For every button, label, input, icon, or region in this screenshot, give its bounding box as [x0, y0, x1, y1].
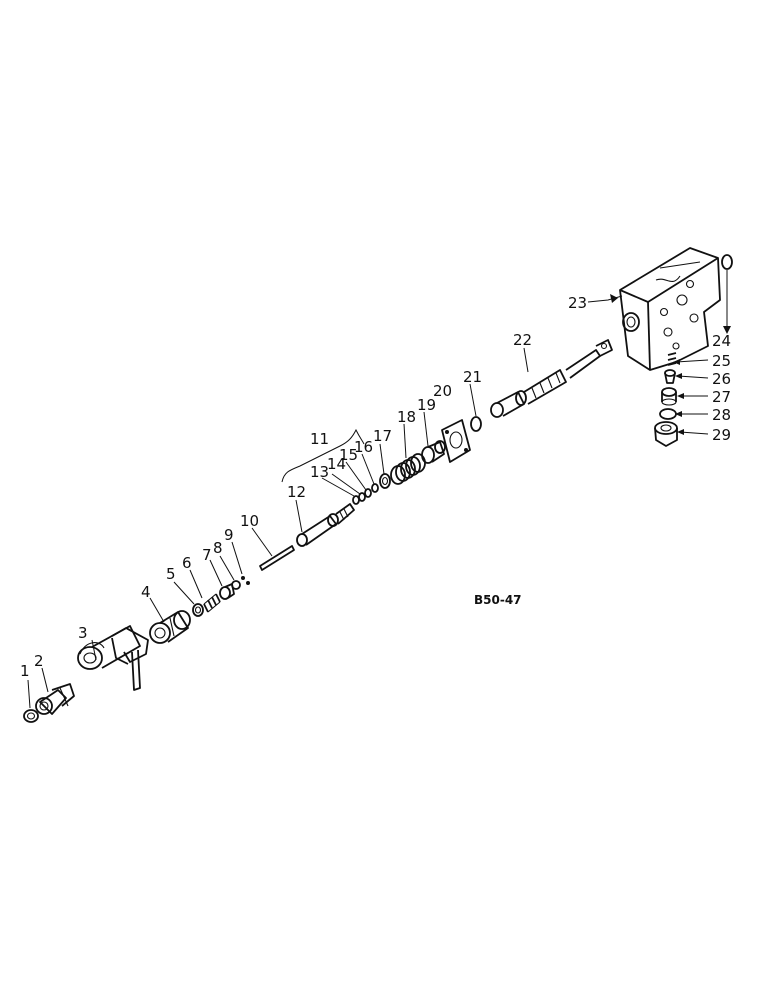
part-1-ring: [23, 709, 39, 723]
callout-26: 26: [712, 370, 731, 388]
callout-6: 6: [182, 554, 192, 572]
part-18-spring: [390, 453, 426, 485]
callout-20: 20: [433, 382, 452, 400]
callout-11: 11: [310, 430, 329, 448]
callout-16: 16: [354, 438, 373, 456]
part-26-poppet: [664, 369, 676, 384]
callout-labels: 1 2 3 4 5 6 7 8 9 10 11 12 13 14 15 16 1…: [20, 294, 731, 680]
part-22-spool: [490, 339, 613, 418]
callout-21: 21: [463, 368, 482, 386]
leader-lines: [27, 270, 731, 709]
callout-15: 15: [339, 446, 358, 464]
part-2-fitting: [35, 683, 75, 715]
callout-1: 1: [20, 662, 30, 680]
callout-24: 24: [712, 332, 731, 350]
part-12-plunger: [296, 503, 355, 547]
part-17-washer: [379, 473, 391, 489]
part-9-balls: [241, 576, 250, 585]
callout-14: 14: [327, 455, 346, 473]
callout-28: 28: [712, 406, 731, 424]
callout-9: 9: [224, 526, 234, 544]
part-21-oring: [470, 416, 482, 432]
callout-3: 3: [78, 624, 88, 642]
part-24-oring: [721, 254, 733, 270]
part-13-ring: [352, 495, 360, 505]
callout-19: 19: [417, 396, 436, 414]
callout-13: 13: [310, 463, 329, 481]
callout-2: 2: [34, 652, 44, 670]
callout-27: 27: [712, 388, 731, 406]
callout-29: 29: [712, 426, 731, 444]
callout-10: 10: [240, 512, 259, 530]
part-5-washer: [192, 603, 204, 617]
callout-4: 4: [141, 583, 151, 601]
part-23-valve-body: [619, 247, 721, 371]
callout-17: 17: [373, 427, 392, 445]
part-20-gasket: [441, 419, 471, 463]
part-8-ball: [231, 580, 241, 590]
callout-8: 8: [213, 539, 223, 557]
part-28-oring: [659, 408, 677, 420]
part-14-ring: [358, 492, 366, 502]
part-19-cap: [421, 440, 446, 464]
part-27-seat: [661, 387, 677, 406]
callout-12: 12: [287, 483, 306, 501]
part-6-spring: [203, 593, 221, 613]
callout-7: 7: [202, 546, 212, 564]
callout-25: 25: [712, 352, 731, 370]
part-25-spring: [667, 352, 677, 366]
part-10-pin: [259, 545, 295, 571]
part-15-ring: [364, 488, 372, 498]
part-7-cup: [219, 583, 235, 600]
part-4-sleeve: [149, 610, 191, 644]
callout-18: 18: [397, 408, 416, 426]
callout-5: 5: [166, 565, 176, 583]
callout-22: 22: [513, 331, 532, 349]
part-29-plug: [654, 421, 678, 447]
callout-23: 23: [568, 294, 587, 312]
part-3-housing: [77, 625, 149, 691]
part-16-ring: [371, 483, 379, 493]
drawing-code: B50-47: [474, 593, 522, 607]
